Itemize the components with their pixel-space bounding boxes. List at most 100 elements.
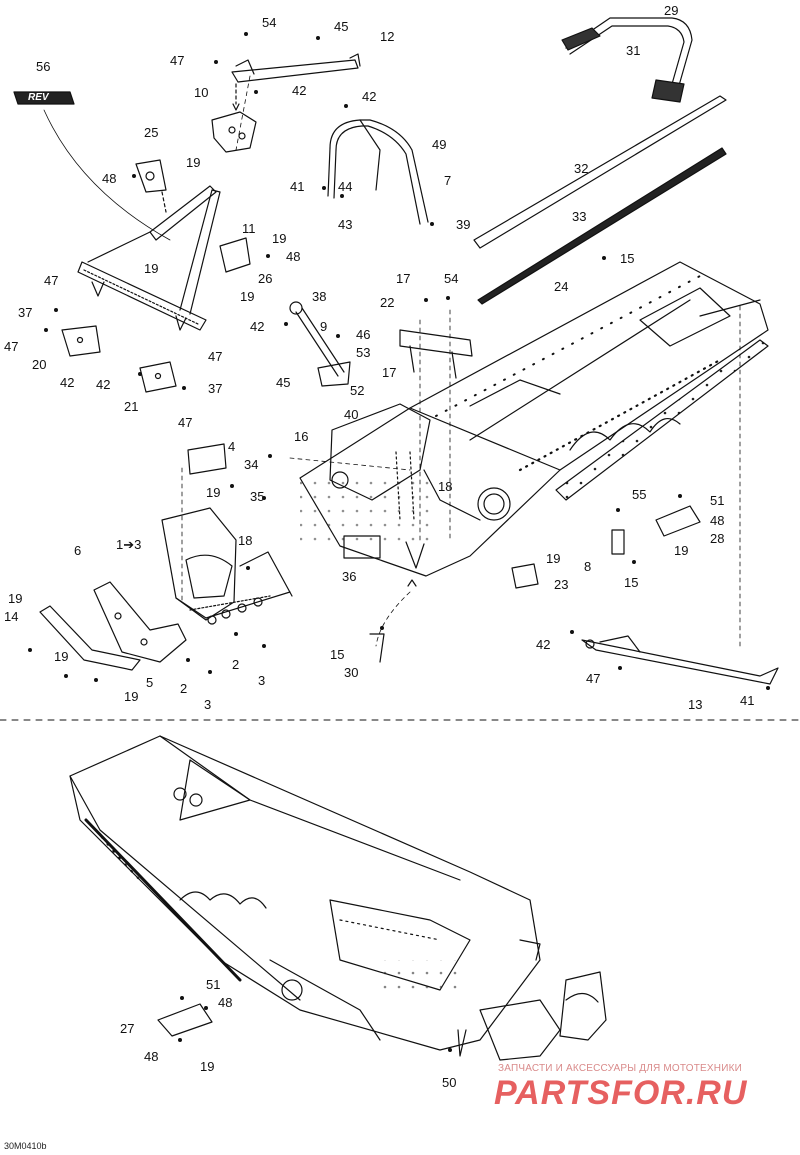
callout: 45 [276, 375, 291, 390]
callout: 6 [74, 543, 82, 558]
callout: 2 [180, 681, 188, 696]
emblem-label: REV [28, 92, 49, 103]
front-frame-part [77, 159, 251, 331]
callout: 44 [338, 179, 353, 194]
callout: 45 [334, 19, 349, 34]
callout: 54 [444, 271, 459, 286]
callout: 51 [710, 493, 725, 508]
seat-support-loop-part [327, 119, 429, 225]
callout: 9 [320, 319, 328, 334]
callout: 41 [290, 179, 305, 194]
fastener-dots [28, 32, 770, 1052]
callout: 32 [574, 161, 589, 176]
callout: 15 [330, 647, 345, 662]
callout: 14 [4, 609, 19, 624]
callout: 18 [238, 533, 253, 548]
side-bracket-part [39, 581, 187, 671]
callout: 46 [356, 327, 371, 342]
callout: 19 [674, 543, 689, 558]
callout: 5 [146, 675, 154, 690]
tie-rod-part [581, 635, 779, 685]
callout: 30 [344, 665, 359, 680]
callout: 37 [208, 381, 223, 396]
callout: 47 [4, 339, 19, 354]
rub-strip-part [473, 95, 727, 305]
callout: 15 [624, 575, 639, 590]
callout: 42 [250, 319, 265, 334]
callout: 37 [18, 305, 33, 320]
callout: 56 [36, 59, 51, 74]
callout: 48 [218, 995, 233, 1010]
callout: 49 [432, 137, 447, 152]
callout: 19 [54, 649, 69, 664]
callout: 12 [380, 29, 395, 44]
callout: 19 [186, 155, 201, 170]
callout: 7 [444, 173, 452, 188]
callout: 20 [32, 357, 47, 372]
grab-handle-part [561, 17, 693, 103]
callout: 11 [242, 221, 256, 236]
callout: 3 [258, 673, 266, 688]
shock-rod-part [289, 301, 351, 387]
footrest-plate-part [369, 505, 701, 663]
callout: 27 [120, 1021, 135, 1036]
reference-code: 30M0410b [4, 1141, 47, 1151]
bracket-part [211, 83, 257, 153]
callout: 53 [356, 345, 371, 360]
emblem-part [13, 91, 75, 105]
callout: 15 [620, 251, 635, 266]
callout: 8 [584, 559, 592, 574]
callout: 19 [144, 261, 159, 276]
callout: 52 [350, 383, 365, 398]
bulkhead-part [161, 443, 293, 625]
callout: 17 [396, 271, 411, 286]
callout: 36 [342, 569, 357, 584]
callout: 42 [292, 83, 307, 98]
callout: 1➔3 [116, 537, 142, 552]
callout: 42 [60, 375, 75, 390]
cross-bar-part [231, 53, 361, 83]
callout: 13 [688, 697, 703, 712]
callout: 33 [572, 209, 587, 224]
footrest-plate-part [157, 1003, 213, 1037]
chassis-underside-part [69, 735, 607, 1061]
callout: 47 [170, 53, 185, 68]
callout: 41 [740, 693, 755, 708]
callout: 39 [456, 217, 471, 232]
callout: 28 [710, 531, 725, 546]
callout: 47 [208, 349, 223, 364]
callout: 4 [228, 439, 236, 454]
callout: 31 [626, 43, 641, 58]
guide-lines [181, 75, 741, 651]
callout: 47 [178, 415, 193, 430]
callout: 35 [250, 489, 265, 504]
chassis-tunnel-part [299, 261, 769, 577]
callout: 19 [200, 1059, 215, 1074]
callout: 42 [96, 377, 111, 392]
callout: 22 [380, 295, 395, 310]
callout: 38 [312, 289, 327, 304]
callout: 19 [240, 289, 255, 304]
callout: 16 [294, 429, 309, 444]
callout: 34 [244, 457, 259, 472]
callout: 48 [102, 171, 117, 186]
callout: 48 [710, 513, 725, 528]
callout: 26 [258, 271, 273, 286]
callout: 55 [632, 487, 647, 502]
callout: 42 [536, 637, 551, 652]
callout: 24 [554, 279, 569, 294]
callout: 42 [362, 89, 377, 104]
callout: 10 [194, 85, 209, 100]
arrow [407, 579, 417, 587]
callout: 18 [438, 479, 453, 494]
callout: 25 [144, 125, 159, 140]
callout: 17 [382, 365, 397, 380]
callout: 3 [204, 697, 212, 712]
callout: 21 [124, 399, 139, 414]
callout: 19 [124, 689, 139, 704]
callout: 54 [262, 15, 277, 30]
callout: 51 [206, 977, 221, 992]
seat-bracket-part [399, 329, 473, 379]
callout: 23 [554, 577, 569, 592]
